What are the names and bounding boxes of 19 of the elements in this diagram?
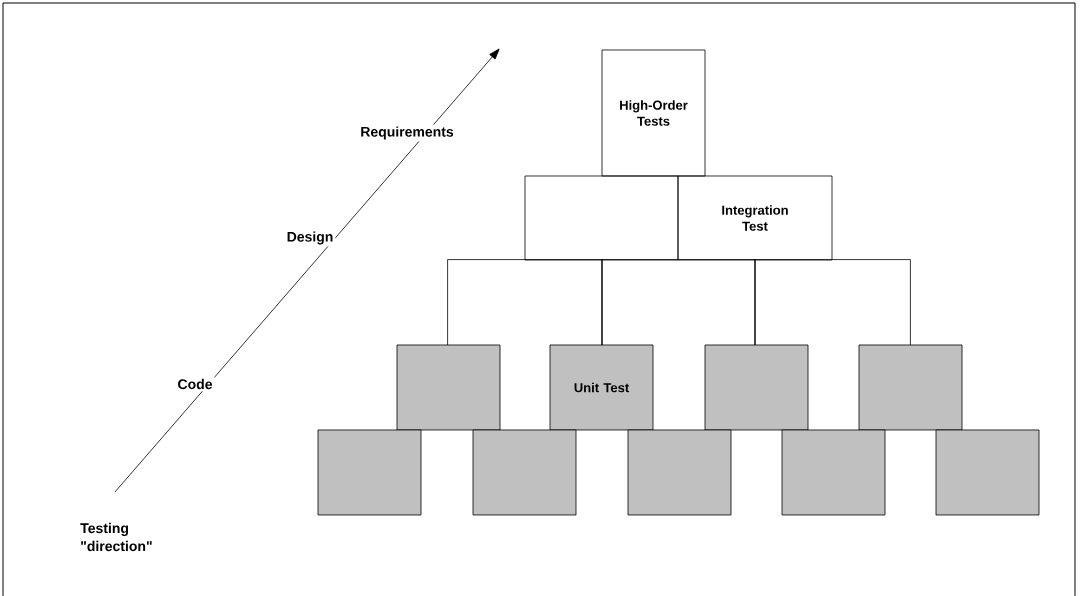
axis-label: Testing "direction" (80, 522, 152, 552)
empty-box (935, 429, 1040, 516)
axis-label: Design (284, 229, 336, 247)
empty-box (524, 175, 679, 261)
empty-box (858, 344, 963, 431)
empty-box (396, 344, 501, 431)
empty-box (601, 259, 756, 346)
empty-box (317, 429, 422, 516)
test-box: Integration Test (677, 175, 833, 261)
axis-label: Requirements (358, 124, 456, 142)
empty-box (447, 259, 603, 346)
axis-label: Code (175, 376, 215, 392)
test-box: Unit Test (549, 344, 654, 431)
empty-box (754, 259, 911, 346)
empty-box (704, 344, 809, 431)
empty-box (627, 429, 732, 516)
empty-box (781, 429, 886, 516)
test-box: High-Order Tests (601, 49, 706, 177)
empty-box (472, 429, 577, 516)
